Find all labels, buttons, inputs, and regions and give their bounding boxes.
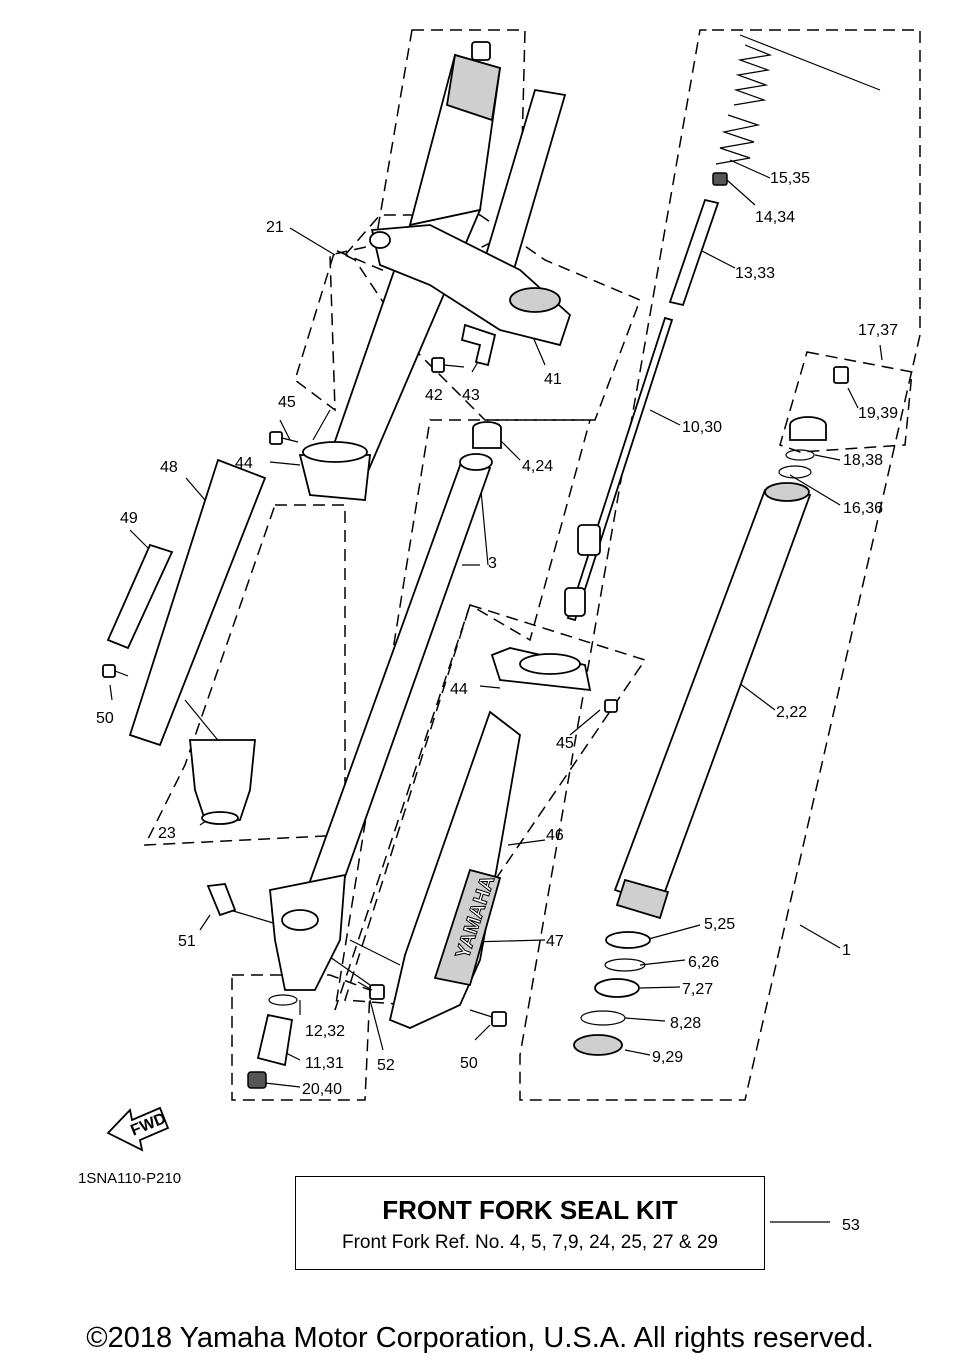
callout-13-33: 13,33 [735,265,775,282]
callout-44-upper: 44 [235,455,253,472]
callout-52: 52 [377,1057,395,1074]
callout-6-26: 6,26 [688,954,719,971]
callout-labels: 1 2,22 3 4,24 5,25 6,26 7,27 8,28 9,29 1… [96,170,898,1234]
part-50-bolt-left [102,664,129,678]
part-10-30-damper-rod [564,316,674,622]
part-52-bolt [357,981,385,1000]
callout-53: 53 [842,1217,860,1234]
callout-19-39: 19,39 [858,405,898,422]
callout-15-35: 15,35 [770,170,810,187]
copyright-notice: ©2018 Yamaha Motor Corporation, U.S.A. A… [86,1322,874,1354]
callout-7-27: 7,27 [682,981,713,998]
callout-12-32: 12,32 [305,1023,345,1040]
callout-9-29: 9,29 [652,1049,683,1066]
part-15-35-spring [715,44,773,165]
callout-46: 46 [546,827,564,844]
callout-20-40: 20,40 [302,1081,342,1098]
callout-14-34: 14,34 [755,209,795,226]
callout-49: 49 [120,510,138,527]
callout-23: 23 [158,825,176,842]
part-45-upper-bolt [269,431,299,445]
callout-5-25: 5,25 [704,916,735,933]
part-20-40-drain-bolt [247,1071,267,1089]
part-42-bolt [431,357,465,373]
callout-8-28: 8,28 [670,1015,701,1032]
diagram-code: 1SNA110-P210 [78,1170,182,1187]
part-41-under-bracket [369,224,572,347]
callout-11-31: 11,31 [305,1055,344,1072]
callout-45-upper: 45 [278,394,296,411]
part-45-lower-bolt [604,699,618,713]
callout-43: 43 [462,387,480,404]
part-46-47-fork-guard [388,710,521,1029]
seal-kit-subtitle: Front Fork Ref. No. 4, 5, 7,9, 24, 25, 2… [342,1232,718,1253]
part-44-upper-clamp [298,441,372,501]
callout-50-right: 50 [460,1055,478,1072]
leader-lines [109,34,883,1223]
part-51-mount [206,883,237,917]
seal-kit-box: FRONT FORK SEAL KIT Front Fork Ref. No. … [295,1176,765,1270]
callout-47: 47 [546,933,564,950]
callout-17-37: 17,37 [858,322,898,339]
part-2-22-outer-tube [613,482,812,920]
callout-51: 51 [178,933,196,950]
part-14-34-nut [712,172,728,186]
callout-21: 21 [266,219,284,236]
callout-44-lower: 44 [450,681,468,698]
callout-45-lower: 45 [556,735,574,752]
part-43-bracket [460,323,497,367]
part-48-guard-strip [128,458,267,747]
part-17-37-cap-bolt-assembly [778,366,849,479]
callout-2-22: 2,22 [776,704,807,721]
callout-1: 1 [842,942,851,959]
part-23-axle-holder [189,739,256,825]
callout-50-left: 50 [96,710,114,727]
part-50-bolt-right [469,1009,507,1027]
callout-48: 48 [160,459,178,476]
callout-42: 42 [425,387,443,404]
fwd-arrow-icon: FWD [106,1106,170,1152]
callout-16-36: 16,36 [843,500,883,517]
lower-fork-leg [269,873,346,991]
callout-18-38: 18,38 [843,452,883,469]
part-49-label [106,543,174,650]
callout-4-24: 4,24 [522,458,553,475]
part-11-31-spring-guide [256,994,298,1067]
part-44-lower-clamp [490,647,592,692]
callout-41: 41 [544,371,562,388]
callout-3: 3 [488,555,497,572]
part-13-33-sleeve [668,198,720,307]
seal-stack-parts [573,931,651,1056]
callout-10-30: 10,30 [682,419,722,436]
part-4-24-bushing [472,421,502,449]
seal-kit-title: FRONT FORK SEAL KIT [382,1195,678,1225]
